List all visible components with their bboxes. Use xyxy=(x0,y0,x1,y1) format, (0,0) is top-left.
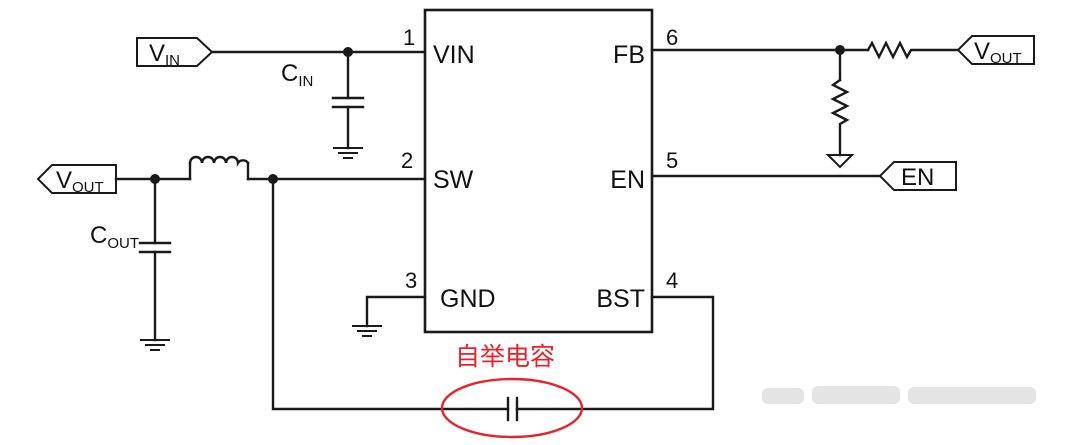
bootstrap-capacitor xyxy=(506,396,519,422)
fb-ground-arrow xyxy=(825,154,855,169)
cout-capacitor xyxy=(138,177,172,342)
bottom-feedback-resistor xyxy=(830,78,850,157)
cout-ground-symbol xyxy=(140,339,170,351)
bst-wire xyxy=(515,295,715,411)
pin-5-name: EN xyxy=(610,166,645,194)
pin-3-number: 3 xyxy=(405,268,417,293)
en-port-label: EN xyxy=(901,164,934,191)
cin-label: CIN xyxy=(281,60,313,90)
pin-1-name: VIN xyxy=(433,41,475,69)
pin-2-name: SW xyxy=(433,166,474,194)
pin-4-number: 4 xyxy=(666,268,678,293)
top-feedback-resistor xyxy=(866,40,960,60)
pin-3-name: GND xyxy=(440,285,496,313)
cin-ground-symbol xyxy=(333,147,363,159)
en-port: EN xyxy=(878,161,957,191)
vout-right-port: VOUT xyxy=(956,35,1035,67)
vin-port-label: V xyxy=(149,40,165,67)
pin-4-name: BST xyxy=(596,285,645,313)
pin-1-number: 1 xyxy=(403,25,415,50)
bootstrap-annotation: 自举电容 xyxy=(455,342,555,371)
cout-label: COUT xyxy=(90,222,139,252)
pin-6-number: 6 xyxy=(666,25,678,50)
vout-right-sub: OUT xyxy=(990,50,1022,67)
vout-right-label: V xyxy=(974,38,990,65)
gnd-wire xyxy=(365,295,427,328)
svg-text:VOUT: VOUT xyxy=(974,38,1022,67)
vin-port: VIN xyxy=(136,37,214,69)
pin-6-name: FB xyxy=(613,41,645,69)
svg-text:VOUT: VOUT xyxy=(56,167,104,196)
vout-left-port: VOUT xyxy=(36,164,117,196)
svg-text:VIN: VIN xyxy=(149,40,180,69)
watermark-blur xyxy=(762,386,1036,404)
bootstrap-return-wire xyxy=(271,177,510,411)
pin-2-number: 2 xyxy=(401,148,413,173)
vout-left-sub: OUT xyxy=(72,179,104,196)
inductor xyxy=(188,155,250,181)
vin-port-sub: IN xyxy=(165,52,180,69)
pin-5-number: 5 xyxy=(666,148,678,173)
ic-body xyxy=(423,8,654,334)
vout-left-label: V xyxy=(56,167,72,194)
bootstrap-highlight-ellipse xyxy=(440,377,584,439)
cin-capacitor xyxy=(331,50,365,150)
gnd-pin-ground-symbol xyxy=(352,325,382,337)
